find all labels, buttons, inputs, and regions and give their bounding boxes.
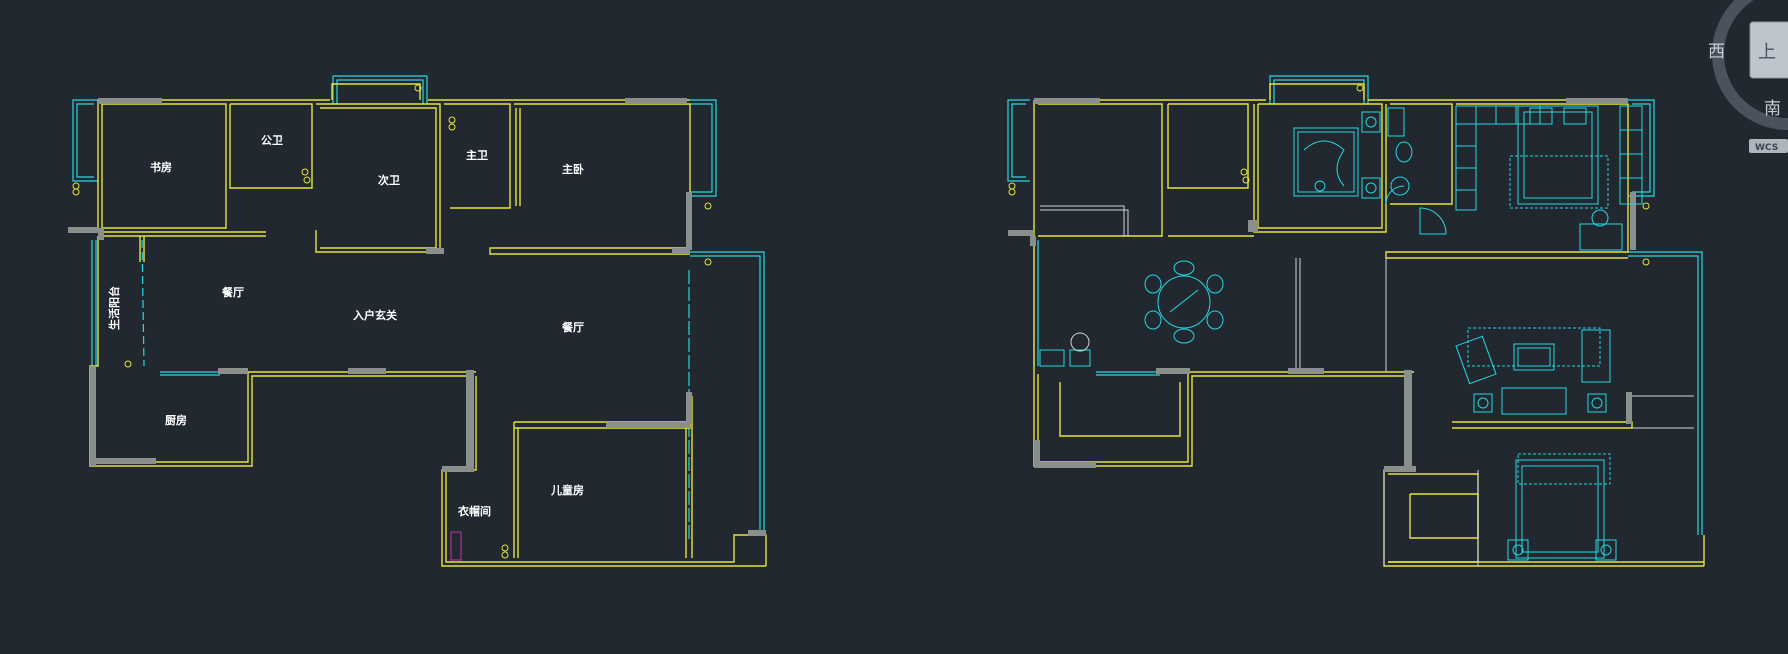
viewcube-west-label[interactable]: 西: [1708, 42, 1725, 62]
fixtures-right: [1008, 84, 1650, 266]
wcs-button[interactable]: [1749, 139, 1788, 153]
room-label-study: 书房: [150, 160, 172, 174]
room-labels: 书房 公卫 次卫 主卫 主卧 生活阳台 餐厅 入户玄关 餐厅 厨房 衣帽间 儿童…: [107, 134, 584, 518]
viewcube[interactable]: 上 西 南 WCS: [1708, 0, 1788, 153]
viewcube-ring[interactable]: [1712, 0, 1788, 130]
room-label-utility-balcony: 生活阳台: [107, 286, 121, 330]
room-label-master-bedroom: 主卧: [562, 162, 584, 176]
window-lines: [72, 75, 765, 540]
floor-plan-left: 书房 公卫 次卫 主卫 主卧 生活阳台 餐厅 入户玄关 餐厅 厨房 衣帽间 儿童…: [68, 75, 767, 567]
wall-segments-right: [1008, 98, 1636, 472]
room-label-public-bathroom: 公卫: [261, 134, 283, 147]
wcs-label: WCS: [1755, 143, 1778, 153]
walls: [89, 83, 767, 567]
room-label-kids-room: 儿童房: [550, 483, 584, 497]
furniture-right: [1039, 105, 1643, 561]
room-label-walk-in-closet: 衣帽间: [458, 504, 491, 518]
room-label-entrance-hall: 入户玄关: [353, 308, 397, 322]
room-label-dining-room-2: 餐厅: [561, 320, 584, 334]
viewcube-south-label[interactable]: 南: [1764, 99, 1781, 119]
viewcube-face-top[interactable]: [1749, 21, 1788, 79]
room-label-secondary-bathroom: 次卫: [378, 173, 400, 187]
room-label-dining-room: 餐厅: [221, 285, 244, 299]
room-label-master-bathroom: 主卫: [466, 148, 488, 162]
room-label-kitchen: 厨房: [165, 413, 187, 427]
wall-segments: [68, 98, 766, 536]
floor-plan-right: [1007, 75, 1705, 567]
fixtures: [72, 84, 712, 561]
white-lines-right: [1040, 205, 1694, 566]
viewcube-face-label: 上: [1758, 42, 1776, 63]
